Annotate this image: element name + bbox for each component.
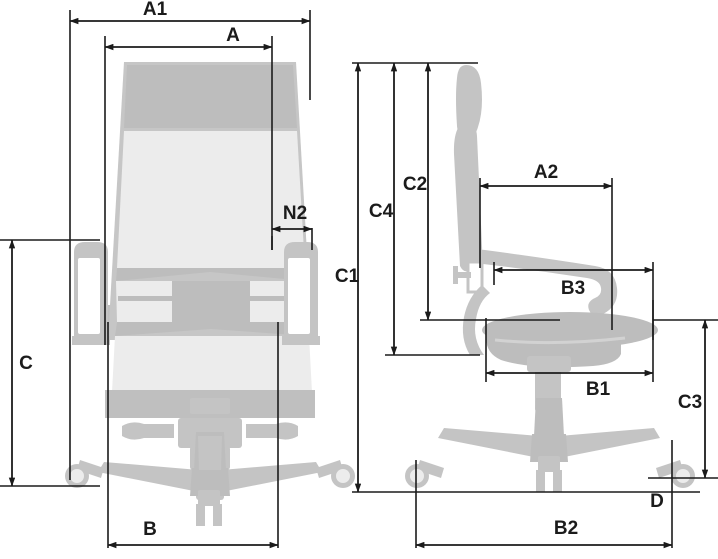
side-backrest-bracket-upper: [471, 252, 479, 262]
dim-label-B3: B3: [561, 278, 585, 299]
dimension-C: C: [0, 239, 100, 487]
dim-label-D: D: [650, 491, 664, 512]
side-caster-left: [405, 460, 444, 488]
side-armrest: [463, 249, 618, 316]
front-lumbar-rail: [118, 296, 298, 301]
side-view-chair: [405, 65, 695, 492]
dim-label-A2: A2: [534, 162, 558, 183]
dimension-B1: B1: [485, 300, 654, 400]
side-headrest: [456, 65, 482, 138]
dim-label-C4: C4: [369, 201, 394, 222]
dimension-A: A: [104, 25, 273, 345]
dim-label-B2: B2: [554, 518, 578, 539]
side-tension-knob: [453, 266, 458, 284]
dimension-A1: A1: [69, 0, 311, 480]
side-view-group: C1 C4 C2 A2 B3 B1: [335, 62, 718, 549]
front-lower-mesh-panel: [112, 336, 312, 392]
front-upper-mesh-panel: [117, 131, 305, 268]
dim-label-N2: N2: [283, 203, 307, 224]
dim-label-A1: A1: [143, 0, 168, 20]
front-caster-left: [65, 460, 104, 488]
side-tension-knob-shaft: [455, 272, 471, 278]
front-headrest-panel: [124, 65, 297, 128]
front-lumbar-left-pad: [116, 281, 172, 322]
dimension-N2: N2: [271, 203, 313, 250]
dimension-C2: C2: [403, 62, 560, 321]
side-backrest-lower-arm: [462, 285, 490, 355]
side-center-caster: [536, 456, 562, 492]
front-armrest-left: [72, 242, 110, 345]
dim-label-C3: C3: [678, 392, 702, 413]
dim-label-A: A: [226, 25, 240, 46]
dim-label-B1: B1: [586, 379, 611, 400]
dimension-C4: C4: [369, 62, 480, 356]
side-base-star: [438, 398, 660, 462]
dim-label-C2: C2: [403, 174, 427, 195]
front-lower-band: [115, 322, 309, 336]
dim-label-C: C: [19, 353, 33, 374]
front-armrest-right: [282, 242, 320, 345]
front-lumbar-top-band: [116, 268, 306, 281]
dimension-B: B: [107, 322, 279, 549]
side-caster-right: [656, 460, 695, 488]
dimension-D: D: [648, 477, 718, 512]
dimension-C3: C3: [653, 319, 718, 479]
front-view-chair: [65, 62, 355, 526]
dimension-A2: A2: [479, 162, 613, 330]
dim-label-C1: C1: [335, 266, 360, 287]
side-backrest: [453, 120, 483, 272]
side-seat-seam: [494, 336, 626, 345]
dimension-C1: C1: [335, 62, 700, 493]
front-lumbar-center: [172, 281, 250, 322]
side-mechanism-block: [527, 356, 571, 372]
front-center-caster: [196, 490, 222, 526]
dim-label-B: B: [143, 519, 157, 540]
dimension-B2: B2: [415, 440, 673, 549]
front-base-star: [98, 432, 322, 496]
front-caster-right: [316, 460, 355, 488]
front-view-group: A1 A N2 C B: [0, 0, 355, 549]
